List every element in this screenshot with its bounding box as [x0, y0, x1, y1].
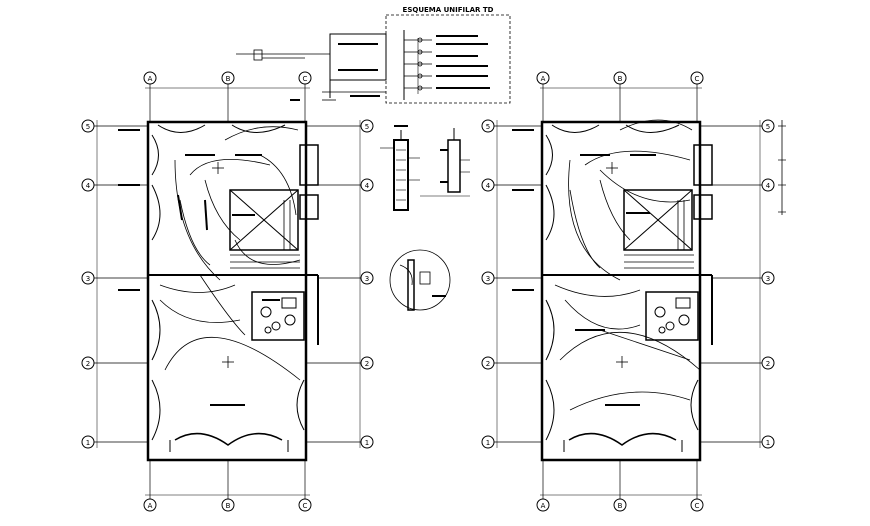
axis-col-b-p1-0-bubble: [613, 71, 627, 85]
axis-row-1-p1-1-bubble: [761, 435, 775, 449]
axis-row-1-p1-1-label: 1: [766, 439, 770, 447]
axis-row-4-p0-0-label: 4: [86, 182, 91, 190]
axis-row-4-p1-1-label: 4: [766, 182, 771, 190]
axis-row-2-p1-1-bubble: [761, 356, 775, 370]
axis-row-2-p1-1-label: 2: [766, 360, 770, 368]
right-plan-walls: [540, 120, 702, 462]
axis-row-5-p0-1-bubble: [360, 119, 374, 133]
panel-elevation-detail: [380, 125, 420, 211]
axis-row-2-p0-0-bubble: [81, 356, 95, 370]
axis-col-a-p0-0-bubble: [143, 71, 157, 85]
axis-row-2-p1-0-label: 2: [486, 360, 490, 368]
right-bathroom: [645, 291, 699, 341]
axis-row-5-p1-0-label: 5: [486, 123, 490, 131]
axis-row-4-p0-1-label: 4: [365, 182, 370, 190]
panel-section-detail: [420, 128, 470, 197]
axis-col-b-p1-1-bubble: [613, 498, 627, 512]
left-bathroom: [251, 291, 305, 341]
axis-row-4-p1-0-bubble: [481, 178, 495, 192]
axis-row-1-p1-0-bubble: [481, 435, 495, 449]
axis-col-b-p0-0-bubble: [221, 71, 235, 85]
axis-row-4-p0-1-bubble: [360, 178, 374, 192]
axis-row-3-p1-1-bubble: [761, 271, 775, 285]
axis-row-2-p0-1-label: 2: [365, 360, 369, 368]
axis-col-c-p0-1-label: C: [303, 502, 308, 510]
axis-col-a-p1-0-bubble: [536, 71, 550, 85]
schematic-title: ESQUEMA UNIFILAR TD: [403, 6, 494, 14]
left-plan-walls: [146, 120, 308, 462]
axis-col-c-p1-0-label: C: [695, 75, 700, 83]
axis-col-b-p1-0-label: B: [618, 75, 623, 83]
right-floor-plan: [512, 119, 713, 462]
axis-col-a-p0-1-label: A: [148, 502, 153, 510]
round-detail-callout: [389, 249, 451, 311]
axis-col-a-p1-0-label: A: [541, 75, 546, 83]
axis-col-a-p1-1-bubble: [536, 498, 550, 512]
axis-row-3-p0-0-label: 3: [86, 275, 90, 283]
left-plan-grid-axes: [88, 78, 367, 510]
axis-row-2-p0-0-label: 2: [86, 360, 90, 368]
axis-col-b-p0-1-bubble: [221, 498, 235, 512]
axis-row-2-p1-0-bubble: [481, 356, 495, 370]
axis-row-4-p1-0-label: 4: [486, 182, 491, 190]
right-stair-box: [623, 189, 693, 251]
axis-row-3-p1-0-bubble: [481, 271, 495, 285]
axis-row-5-p1-1-bubble: [761, 119, 775, 133]
axis-row-1-p0-0-label: 1: [86, 439, 90, 447]
single-line-schematic: [236, 14, 511, 104]
axis-row-1-p0-0-bubble: [81, 435, 95, 449]
axis-row-2-p0-1-bubble: [360, 356, 374, 370]
axis-col-c-p0-0-bubble: [298, 71, 312, 85]
schematic-frame: [385, 14, 511, 104]
axis-row-3-p1-0-label: 3: [486, 275, 490, 283]
axis-row-3-p0-1-label: 3: [365, 275, 369, 283]
axis-col-b-p1-1-label: B: [618, 502, 623, 510]
axis-row-5-p0-0-bubble: [81, 119, 95, 133]
left-floor-plan: [118, 120, 319, 462]
axis-col-c-p1-1-label: C: [695, 502, 700, 510]
axis-col-a-p0-0-label: A: [148, 75, 153, 83]
axis-col-a-p0-1-bubble: [143, 498, 157, 512]
axis-col-c-p1-0-bubble: [690, 71, 704, 85]
axis-row-3-p0-1-bubble: [360, 271, 374, 285]
axis-row-5-p0-0-label: 5: [86, 123, 90, 131]
axis-row-3-p0-0-bubble: [81, 271, 95, 285]
axis-row-4-p0-0-bubble: [81, 178, 95, 192]
axis-col-c-p0-1-bubble: [298, 498, 312, 512]
axis-col-b-p0-0-label: B: [226, 75, 231, 83]
axis-row-3-p1-1-label: 3: [766, 275, 770, 283]
axis-row-1-p0-1-bubble: [360, 435, 374, 449]
axis-row-5-p1-0-bubble: [481, 119, 495, 133]
right-plan-grid-axes: [488, 78, 786, 510]
axis-row-5-p1-1-label: 5: [766, 123, 770, 131]
axis-col-c-p0-0-label: C: [303, 75, 308, 83]
axis-row-5-p0-1-label: 5: [365, 123, 369, 131]
axis-row-1-p0-1-label: 1: [365, 439, 369, 447]
axis-row-1-p1-0-label: 1: [486, 439, 490, 447]
axis-col-a-p1-1-label: A: [541, 502, 546, 510]
axis-col-b-p0-1-label: B: [226, 502, 231, 510]
axis-bubbles: A A B B C C A A B B C C 5 5 4 4 3 3 2 2 1 1 5 5 4 4 3 3 2 2 1 1: [81, 71, 775, 512]
axis-row-4-p1-1-bubble: [761, 178, 775, 192]
left-stair-box: [229, 189, 299, 251]
axis-col-c-p1-1-bubble: [690, 498, 704, 512]
